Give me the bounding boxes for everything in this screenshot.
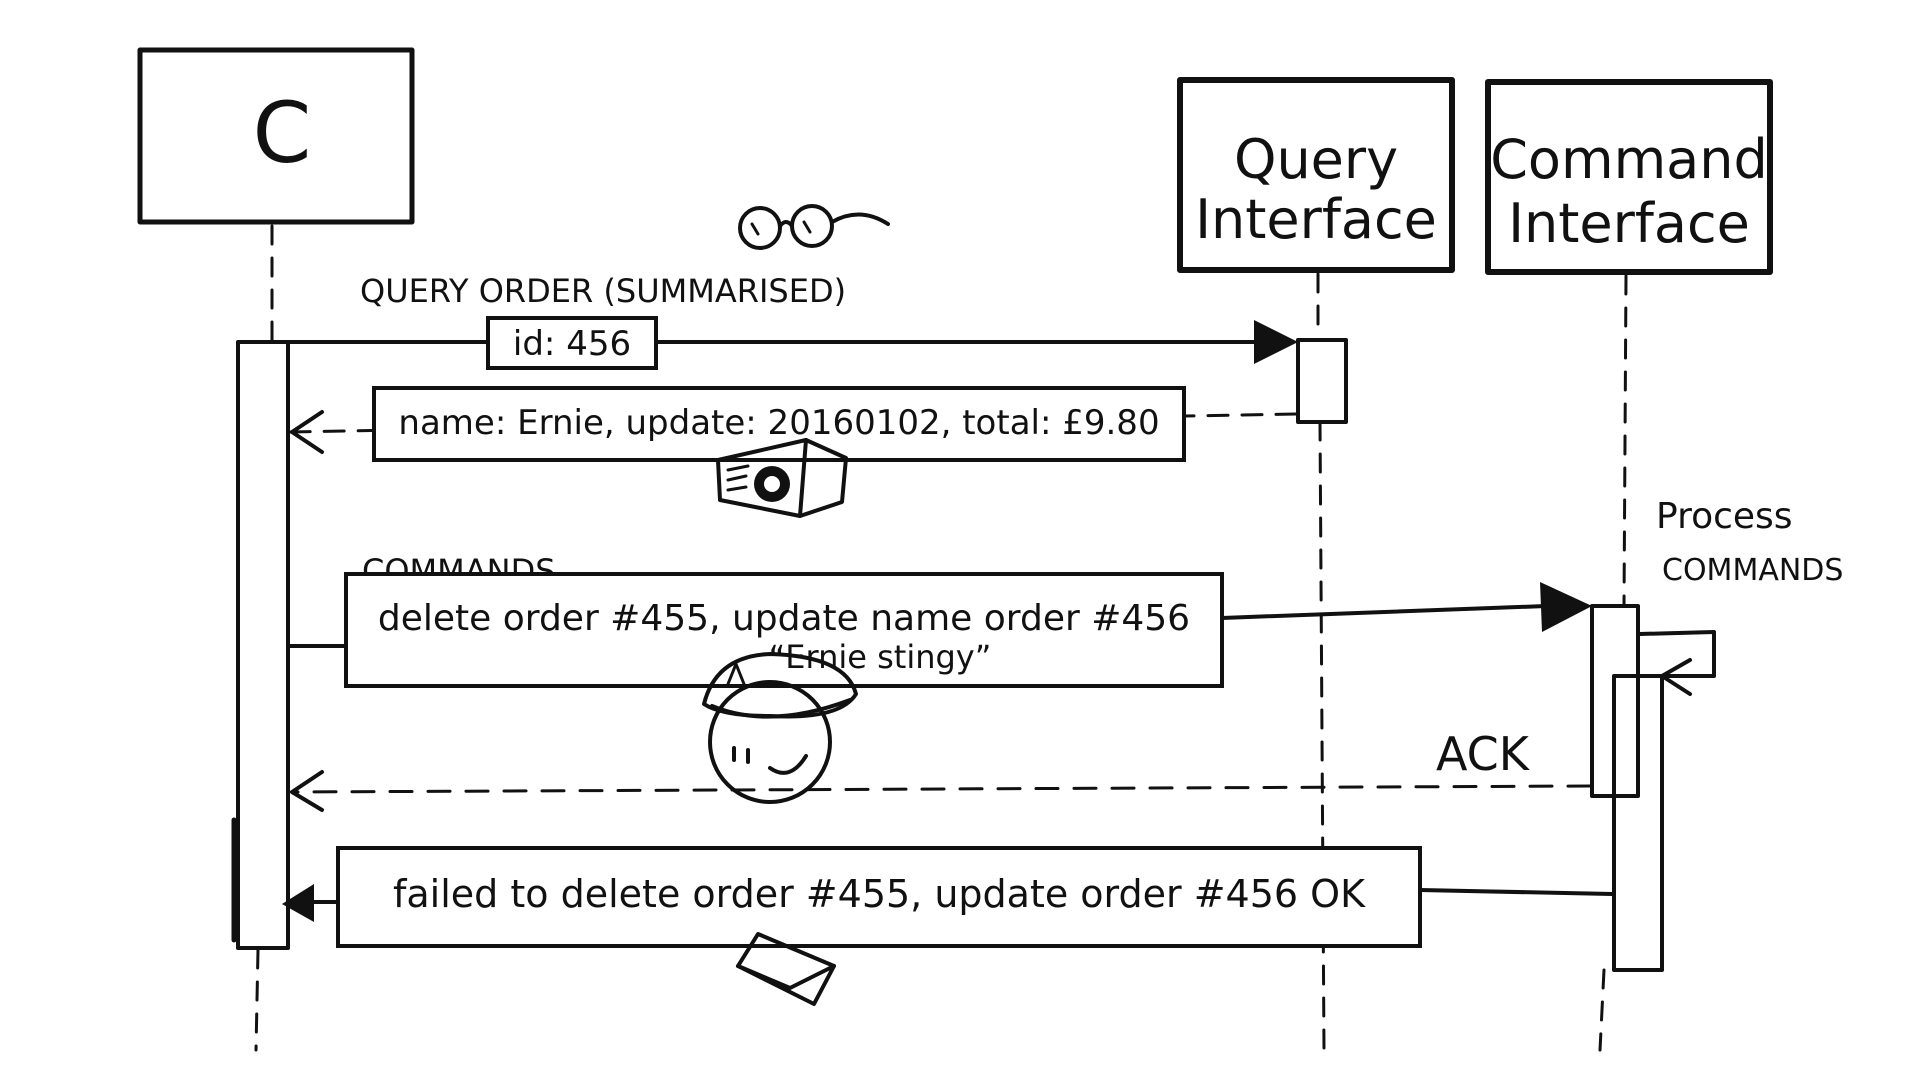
activation-command-nested bbox=[1612, 674, 1664, 972]
self-call-arrow bbox=[1638, 630, 1716, 678]
participant-label-line2: Interface bbox=[1508, 192, 1750, 255]
captain-face-icon bbox=[702, 652, 858, 804]
message-arrow-line bbox=[1220, 604, 1548, 620]
activation-client bbox=[236, 340, 290, 950]
participant-label-line1: Command bbox=[1490, 128, 1768, 191]
arrowhead-filled bbox=[282, 884, 314, 922]
message-label: ACK bbox=[1436, 727, 1531, 781]
payload-text-line1: delete order #455, update name order #45… bbox=[378, 598, 1190, 639]
participant-label: C bbox=[253, 84, 312, 182]
arrowhead-open bbox=[1660, 658, 1692, 696]
message-query-response: name: Ernie, update: 20160102, total: £9… bbox=[288, 386, 1298, 462]
message-arrow-line-dashed bbox=[290, 784, 1592, 794]
activation-query bbox=[1296, 338, 1348, 424]
message-commands: COMMANDS delete order #455, update name … bbox=[286, 552, 1592, 688]
self-call-process: Process COMMANDS bbox=[1638, 496, 1843, 696]
message-query-order: QUERY ORDER (SUMMARISED) id: 456 bbox=[286, 272, 1298, 370]
participant-box bbox=[1485, 79, 1773, 275]
lifeline-command bbox=[1598, 968, 1606, 1052]
message-arrow-line bbox=[1418, 888, 1614, 896]
payload-box bbox=[336, 846, 1422, 948]
message-label: QUERY ORDER (SUMMARISED) bbox=[360, 272, 846, 310]
participant-box bbox=[1177, 77, 1455, 273]
arrowhead-open bbox=[290, 410, 324, 454]
payload-box bbox=[344, 572, 1224, 688]
arrowhead-filled bbox=[1540, 582, 1592, 632]
message-ack: ACK bbox=[290, 727, 1592, 812]
participant-query-interface: Query Interface bbox=[1177, 77, 1455, 273]
participant-label-line2: Interface bbox=[1195, 188, 1437, 251]
process-label-line1: Process bbox=[1656, 496, 1793, 537]
process-label-line2: COMMANDS bbox=[1662, 553, 1843, 588]
participant-command-interface: Command Interface bbox=[1485, 79, 1773, 275]
projector-icon bbox=[716, 438, 848, 518]
arrowhead-open bbox=[290, 770, 324, 812]
payload-text: name: Ernie, update: 20160102, total: £9… bbox=[398, 403, 1159, 443]
message-result: failed to delete order #455, update orde… bbox=[282, 846, 1614, 948]
payload-box bbox=[486, 316, 658, 370]
lifeline-client bbox=[254, 948, 260, 1052]
payload-text: failed to delete order #455, update orde… bbox=[393, 872, 1366, 916]
arrowhead-filled bbox=[1254, 320, 1298, 364]
glasses-icon bbox=[738, 204, 890, 250]
envelope-icon bbox=[736, 932, 836, 1006]
participant-label-line1: Query bbox=[1234, 128, 1398, 191]
payload-text: id: 456 bbox=[513, 324, 631, 364]
lifeline-query bbox=[1318, 420, 1326, 1052]
activations bbox=[231, 338, 1664, 972]
participant-client: C bbox=[137, 47, 415, 225]
lifeline-command bbox=[1622, 274, 1628, 608]
participant-box bbox=[137, 47, 415, 225]
